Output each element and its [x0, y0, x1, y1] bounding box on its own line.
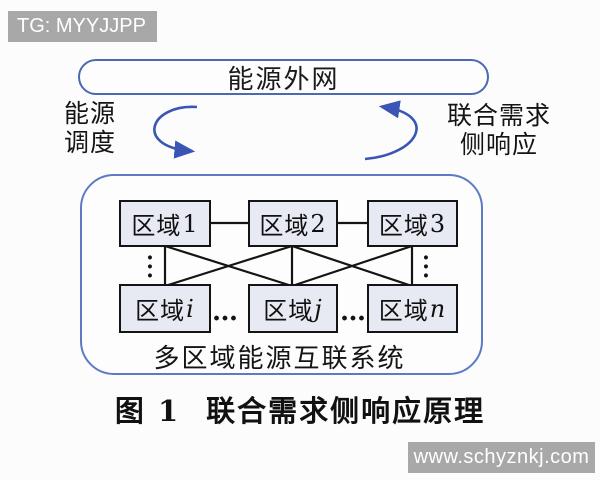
horizontal-ellipsis-left: … [212, 297, 240, 327]
joint-demand-response-label: 联合需求 侧响应 [436, 101, 562, 159]
region-index: 2 [310, 209, 327, 238]
region-label: 区域 [259, 212, 310, 240]
energy-dispatch-line1: 能源 [63, 99, 116, 128]
region-index: j [314, 294, 323, 323]
region-label: 区域 [131, 212, 182, 240]
joint-demand-response-line2: 侧响应 [459, 130, 538, 159]
region-label: 区域 [378, 297, 429, 325]
response-up-arrow [364, 100, 418, 161]
region-label: 区域 [263, 297, 314, 325]
system-label: 多区域能源互联系统 [153, 344, 406, 374]
horizontal-ellipsis-right: … [340, 297, 368, 327]
figure-title: 联合需求侧响应原理 [206, 394, 486, 428]
tg-badge: TG: MYYJJPP [8, 11, 157, 42]
region-index: i [186, 294, 195, 323]
dispatch-down-arrow [153, 105, 198, 159]
region-index: 3 [429, 209, 447, 238]
energy-dispatch-line2: 调度 [63, 128, 116, 157]
joint-demand-response-line1: 联合需求 [446, 101, 551, 130]
energy-dispatch-label: 能源 调度 [58, 99, 122, 157]
region-label: 区域 [135, 297, 186, 325]
figure-caption: 图 1 联合需求侧响应原理 [0, 388, 600, 430]
region-label: 区域 [378, 212, 429, 240]
region-index: 1 [182, 209, 199, 238]
vertical-ellipsis-right: ··· [422, 245, 430, 289]
watermark-badge: www.schyznkj.com [408, 442, 595, 473]
region-index: n [429, 294, 447, 323]
external-network-pill: 能源外网 [78, 59, 489, 95]
vertical-ellipsis-left: ··· [146, 245, 154, 289]
figure-number: 图 1 [114, 394, 181, 428]
